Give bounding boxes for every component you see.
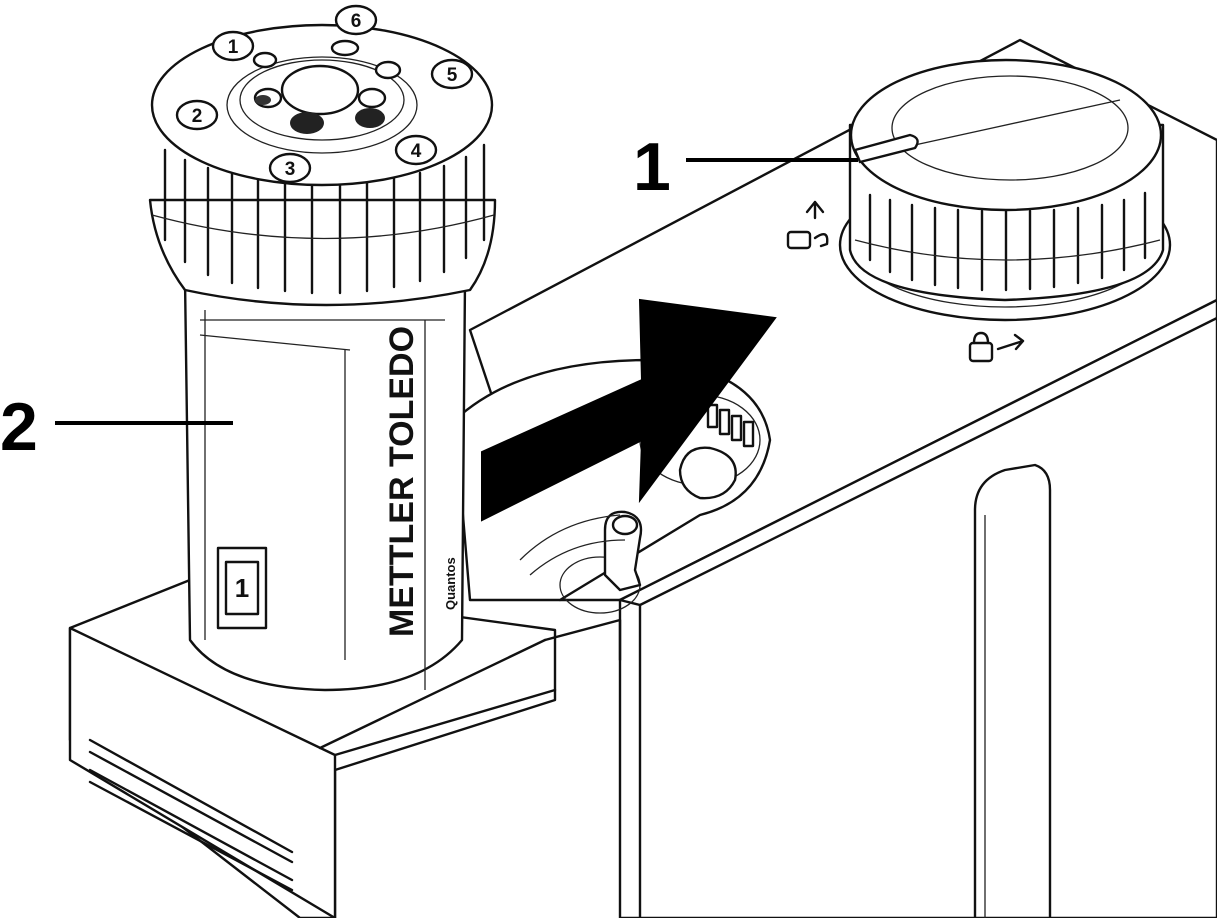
svg-text:1: 1 — [228, 37, 239, 58]
svg-text:2: 2 — [192, 106, 203, 127]
brand-label: METTLER TOLEDO — [383, 326, 421, 637]
insertion-arrow-icon — [481, 298, 777, 522]
cap-grip — [151, 143, 495, 295]
dial-position-4: 4 — [394, 134, 438, 166]
svg-text:6: 6 — [351, 11, 362, 32]
unlock-icon — [786, 200, 829, 250]
knob-grip — [854, 191, 1161, 292]
svg-text:4: 4 — [411, 141, 422, 162]
lock-icon — [968, 331, 1025, 363]
dial-position-1: 1 — [211, 30, 255, 62]
callout-2: 2 — [0, 389, 233, 465]
dial-position-3: 3 — [268, 152, 312, 184]
callout-1: 1 — [633, 129, 858, 205]
svg-text:3: 3 — [285, 159, 296, 180]
dial-position-6: 6 — [334, 4, 378, 36]
callout-1-label: 1 — [633, 129, 671, 205]
callout-2-label: 2 — [0, 389, 38, 465]
locking-knob[interactable] — [838, 58, 1172, 322]
drive-gear — [706, 403, 755, 448]
sub-brand-label: Quantos — [443, 557, 458, 610]
dial-position-2: 2 — [175, 99, 219, 131]
svg-text:5: 5 — [447, 65, 458, 86]
dial-position-5: 5 — [430, 58, 474, 90]
slot-number: 1 — [235, 573, 249, 603]
dosing-head[interactable]: 1 METTLER TOLEDO Quantos — [148, 4, 497, 692]
